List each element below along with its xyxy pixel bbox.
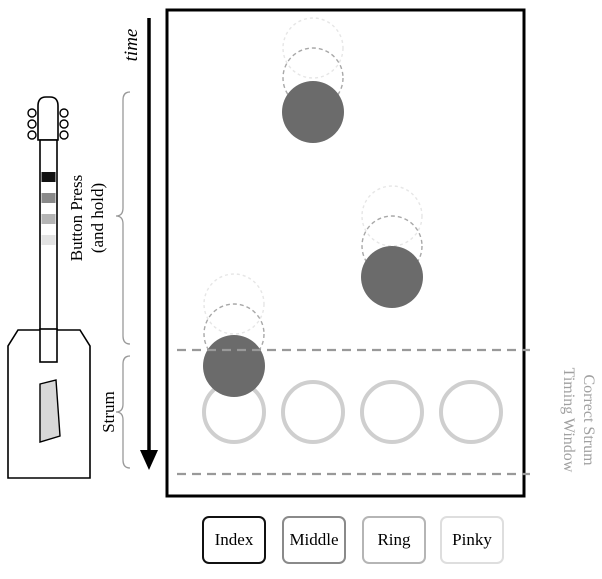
fret-button-ring [41,214,56,224]
legend-pinky: Pinky [440,516,504,564]
middle-note-trail [282,17,344,143]
ring-note-trail [361,185,423,308]
legend-ring-label: Ring [377,530,411,549]
index-note-trail [203,273,265,397]
button-press-brace [115,91,131,345]
legend-index: Index [202,516,266,564]
guitar-headstock [37,96,59,141]
button-press-label: Button Press [67,175,86,261]
fret-button-middle [41,193,56,203]
target-ring-middle [281,380,345,444]
fret-button-index [41,172,56,182]
tuning-pegs-icon [27,108,69,140]
legend-middle: Middle [282,516,346,564]
strum-label: Strum [99,391,118,433]
strum-bar-icon [39,379,61,443]
legend-ring: Ring [362,516,426,564]
target-ring-ring [360,380,424,444]
strum-brace [115,355,131,469]
note-middle [282,81,344,143]
timing-window-label-line1: Correct Strum [580,374,597,466]
legend-middle-label: Middle [289,530,339,549]
and-hold-label: (and hold) [88,183,107,253]
note-track-frame [165,8,526,498]
note-index [203,335,265,397]
time-label: time [121,29,142,62]
legend-pinky-label: Pinky [452,530,492,549]
timing-window-label-line2: Timing Window [560,368,577,473]
fret-button-pinky [41,235,56,245]
note-ring [361,246,423,308]
target-rings [202,380,503,444]
time-arrow-head-icon [140,450,158,470]
legend-index-label: Index [214,530,254,549]
guitar-illustration [7,96,91,479]
target-ring-pinky [439,380,503,444]
